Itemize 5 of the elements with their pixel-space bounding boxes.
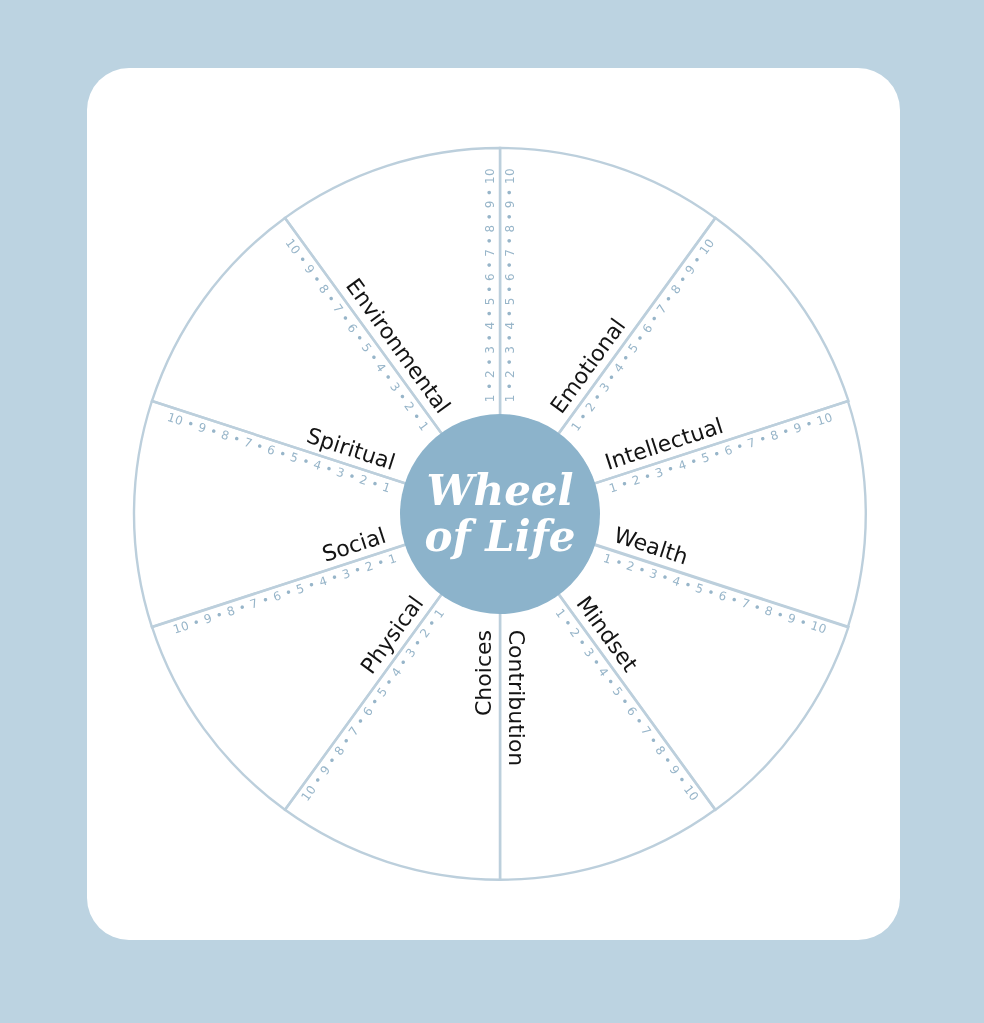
segment-label: Contribution [503, 630, 529, 767]
rating-scale: 1 • 2 • 3 • 4 • 5 • 6 • 7 • 8 • 9 • 10 [502, 167, 518, 403]
segment-label: Choices [471, 630, 497, 716]
rating-scale: 1 • 2 • 3 • 4 • 5 • 6 • 7 • 8 • 9 • 10 [482, 167, 498, 403]
wheel-title: Wheel of Life [423, 467, 577, 561]
